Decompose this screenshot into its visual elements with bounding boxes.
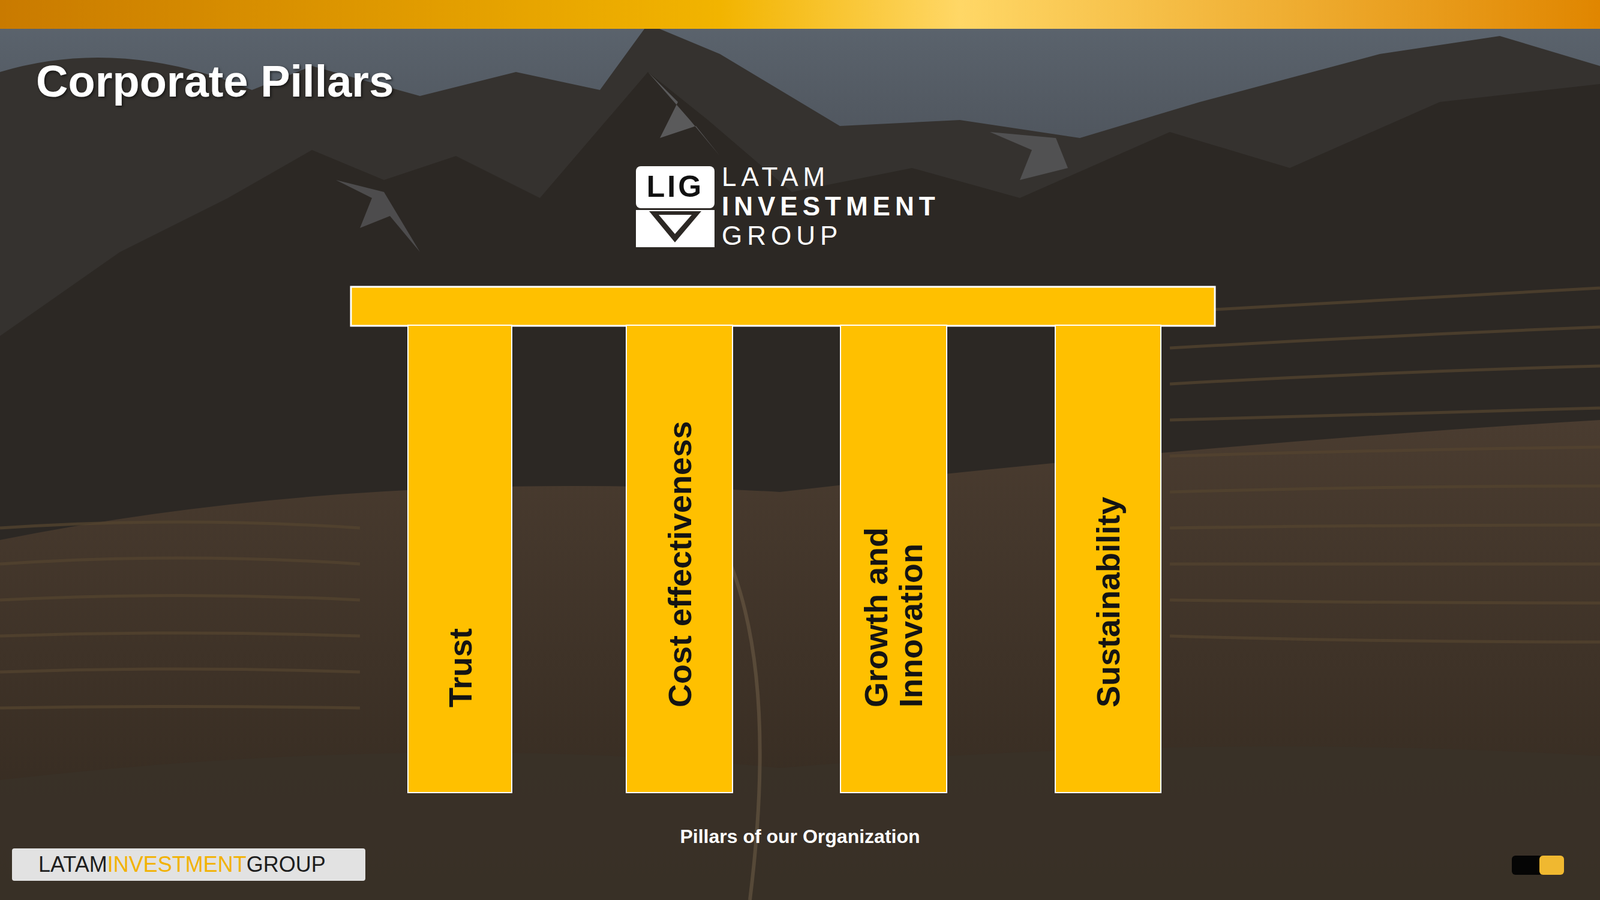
footer-brand: LATAMINVESTMENTGROUP bbox=[11, 848, 366, 881]
pillar-label: Growth and Innovation bbox=[858, 383, 929, 708]
logo-text: LATAM bbox=[721, 161, 830, 192]
pillar-box: Growth and Innovation bbox=[839, 324, 948, 794]
pillar-box: Sustainability bbox=[1054, 324, 1162, 794]
logo-text: INVESTMENT bbox=[721, 191, 941, 221]
slide-title: Corporate Pillars bbox=[35, 55, 394, 109]
logo-initials: LIG bbox=[635, 169, 715, 205]
footer-word: LATAM bbox=[38, 851, 108, 878]
footer-word: GROUP bbox=[246, 851, 326, 878]
diagram-caption: Pillars of our Organization bbox=[0, 824, 1600, 850]
pillar-label: Cost effectiveness bbox=[662, 383, 698, 708]
footer-word: INVESTMENT bbox=[107, 851, 247, 878]
pillar-box: Cost effectiveness bbox=[625, 324, 734, 794]
pillar-box: Trust bbox=[407, 324, 513, 794]
pillar-label: Trust bbox=[442, 383, 478, 708]
pillar-label: Sustainability bbox=[1090, 383, 1126, 708]
logo-text: GROUP bbox=[721, 220, 843, 251]
